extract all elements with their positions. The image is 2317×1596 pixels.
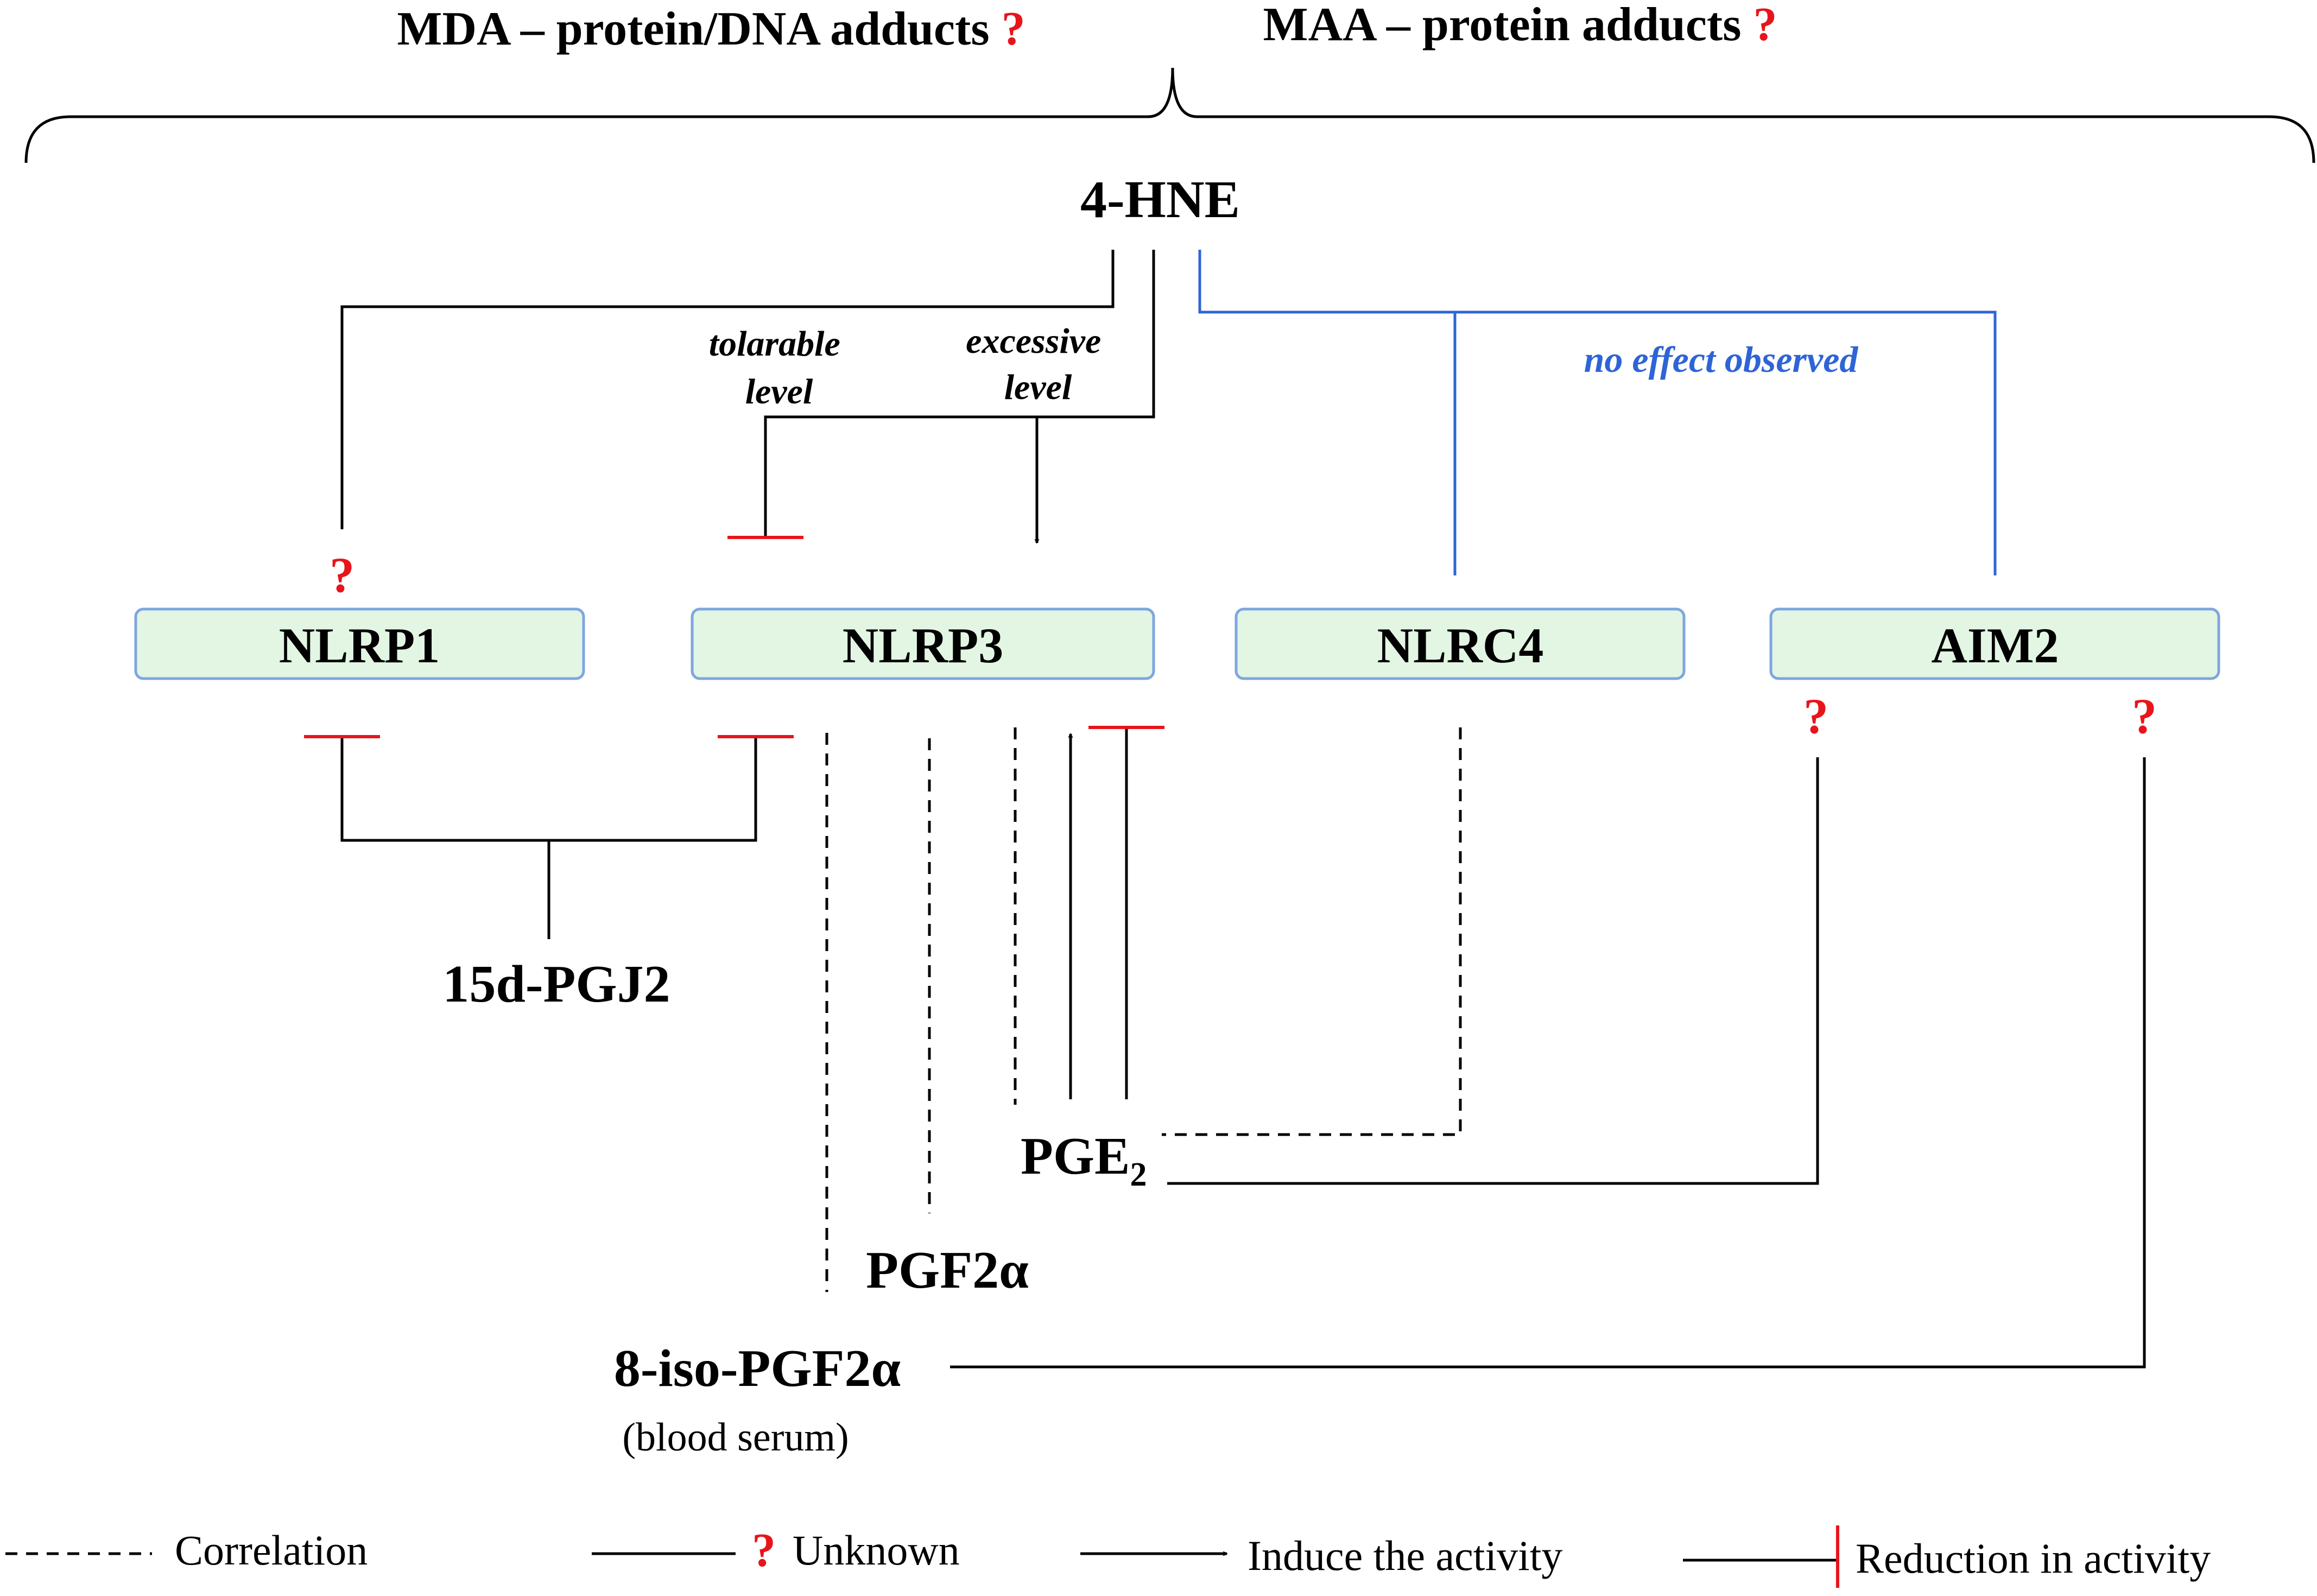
question-mark: ? — [1803, 688, 1828, 744]
legend: Correlation ? Unknown Induce the activit… — [5, 1524, 2211, 1588]
legend-reduction: Reduction in activity — [1683, 1525, 2211, 1588]
legend-unknown: ? Unknown — [592, 1524, 960, 1577]
svg-text:NLRP1: NLRP1 — [279, 618, 440, 673]
mediator-8-iso-note: (blood serum) — [622, 1415, 849, 1460]
adducts-brace — [24, 67, 2315, 163]
mediator-8-iso-pgf2a: 8-iso-PGF2α — [614, 1339, 901, 1398]
label-excessive-level: excessive level — [966, 321, 1110, 407]
header-left-label: MDA – protein/DNA adducts ? — [397, 3, 1025, 55]
inflammasome-box-nlrp3: NLRP3 — [691, 607, 1155, 680]
svg-text:NLRP3: NLRP3 — [843, 618, 1003, 673]
question-mark: ? — [2132, 688, 2157, 744]
legend-induce: Induce the activity — [1080, 1532, 1562, 1579]
svg-text:Unknown: Unknown — [793, 1527, 960, 1574]
question-mark: ? — [330, 547, 354, 603]
question-mark: ? — [1753, 0, 1777, 51]
hne-to-nlrp3-line — [764, 250, 1155, 536]
legend-correlation: Correlation — [5, 1527, 368, 1574]
hne-to-nlrc4-aim2-line — [1198, 250, 1997, 575]
source-node-4hne: 4-HNE — [1080, 170, 1240, 229]
inflammasome-box-nlrp1: NLRP1 — [134, 607, 585, 680]
svg-text:AIM2: AIM2 — [1931, 618, 2059, 673]
svg-text:Correlation: Correlation — [175, 1527, 368, 1574]
svg-text:?: ? — [752, 1524, 776, 1577]
inflammasome-box-aim2: AIM2 — [1769, 607, 2220, 680]
mediator-15d-pgj2: 15d-PGJ2 — [442, 955, 670, 1014]
svg-text:Induce the activity: Induce the activity — [1248, 1532, 1562, 1579]
mediator-pge2: PGE2 — [1021, 1127, 1147, 1193]
pgj2-connector — [340, 738, 757, 842]
aim2-to-pge2-line — [1167, 757, 1819, 1185]
svg-text:NLRC4: NLRC4 — [1377, 618, 1544, 673]
label-tolerable-level: tolarable level — [709, 324, 850, 411]
mediator-pgf2a: PGF2α — [866, 1241, 1029, 1300]
hne-to-nlrp1-line — [340, 250, 1115, 529]
aim2-to-iso-line — [950, 757, 2146, 1369]
correlation-nlrc4-pge2 — [1162, 727, 1462, 1136]
inflammasome-box-nlrc4: NLRC4 — [1235, 607, 1686, 680]
header-right-label: MAA – protein adducts ? — [1263, 0, 1777, 51]
svg-text:Reduction in activity: Reduction in activity — [1856, 1535, 2211, 1582]
question-mark: ? — [1002, 3, 1025, 55]
label-no-effect-observed: no effect observed — [1584, 339, 1859, 380]
